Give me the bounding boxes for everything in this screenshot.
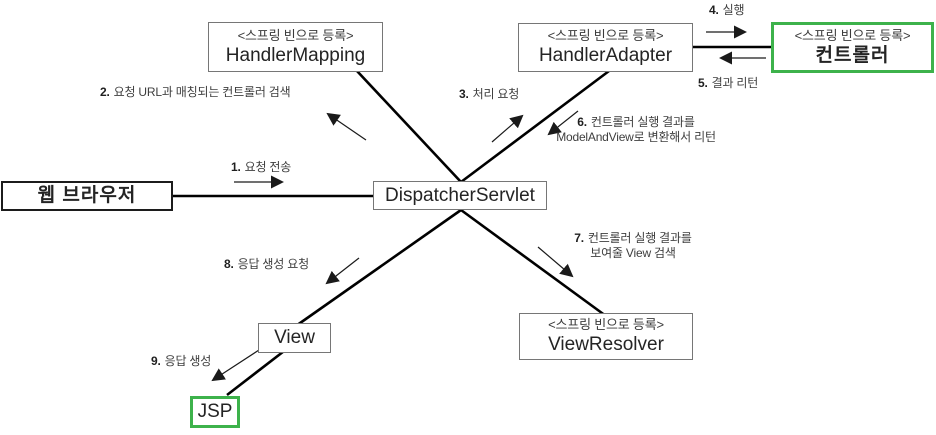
step-number: 8. [224, 257, 234, 271]
step-text: 응답 생성 [164, 354, 212, 368]
step-number: 6. [577, 115, 587, 129]
step-label-1: 1.요청 전송 [231, 160, 291, 175]
step-number: 2. [100, 85, 110, 99]
node-label: ViewResolver [548, 334, 664, 355]
step-text: 결과 리턴 [711, 76, 759, 90]
association-lines [173, 45, 772, 397]
step-label-8: 8.응답 생성 요청 [224, 257, 309, 272]
step-text-line1: 컨트롤러 실행 결과를 [590, 115, 695, 129]
line-dispatcher-viewresolver [460, 208, 607, 318]
node-jsp: JSP [190, 396, 240, 428]
step-text: 요청 URL과 매칭되는 컨트롤러 검색 [113, 85, 291, 99]
step-number: 7. [574, 231, 584, 245]
line-view-jsp [226, 346, 289, 397]
step-number: 3. [459, 87, 469, 101]
step-text-line2: ModelAndView로 변환해서 리턴 [556, 130, 716, 144]
node-label: HandlerAdapter [538, 45, 673, 66]
step-text: 실행 [722, 3, 745, 17]
arrow-step3-upright [491, 114, 524, 143]
arrow-step8-downleft [325, 257, 360, 285]
step-number: 4. [709, 3, 719, 17]
node-dispatcher-servlet: DispatcherServlet [373, 181, 547, 210]
node-handler-adapter: <스프링 빈으로 등록> HandlerAdapter [518, 23, 693, 72]
step-label-6: 6.컨트롤러 실행 결과를 ModelAndView로 변환해서 리턴 [540, 115, 732, 145]
spring-bean-stereotype: <스프링 빈으로 등록> [794, 28, 911, 43]
node-label: View [274, 327, 315, 348]
line-dispatcher-view [292, 208, 462, 330]
node-label: 컨트롤러 [815, 45, 890, 66]
line-handleradapter-dispatcher [460, 69, 610, 184]
step-text: 처리 요청 [472, 87, 520, 101]
arrow-step9-downleft [211, 349, 260, 382]
step-label-2: 2.요청 URL과 매칭되는 컨트롤러 검색 [100, 85, 291, 100]
spring-bean-stereotype: <스프링 빈으로 등록> [237, 27, 354, 43]
step-label-4: 4.실행 [709, 3, 744, 18]
line-handlermapping-dispatcher [356, 70, 462, 183]
step-label-5: 5.결과 리턴 [698, 76, 758, 91]
spring-bean-stereotype: <스프링 빈으로 등록> [547, 28, 664, 43]
step-text-line1: 컨트롤러 실행 결과를 [587, 231, 692, 245]
spring-bean-stereotype: <스프링 빈으로 등록> [548, 317, 664, 332]
node-view-resolver: <스프링 빈으로 등록> ViewResolver [519, 313, 693, 360]
arrow-step6-downleft [547, 110, 579, 136]
arrow-step2-upleft [326, 112, 367, 141]
node-label: JSP [197, 401, 233, 422]
step-number: 9. [151, 354, 161, 368]
step-number: 5. [698, 76, 708, 90]
step-text: 요청 전송 [244, 160, 292, 174]
step-text-line2: 보여줄 View 검색 [590, 246, 676, 260]
node-label: DispatcherServlet [385, 184, 535, 206]
node-controller: <스프링 빈으로 등록> 컨트롤러 [771, 22, 934, 73]
node-web-browser: 웹 브라우저 [1, 181, 173, 211]
node-label: 웹 브라우저 [37, 185, 137, 206]
arrow-step7-downright [537, 246, 574, 278]
node-label: HandlerMapping [225, 44, 366, 66]
step-label-7: 7.컨트롤러 실행 결과를 보여줄 View 검색 [544, 231, 722, 261]
step-label-9: 9.응답 생성 [151, 354, 211, 369]
step-text: 응답 생성 요청 [237, 257, 310, 271]
node-view: View [258, 323, 331, 353]
node-handler-mapping: <스프링 빈으로 등록> HandlerMapping [208, 22, 383, 72]
step-label-3: 3.처리 요청 [459, 87, 519, 102]
step-arrows [211, 25, 766, 382]
step-number: 1. [231, 160, 241, 174]
